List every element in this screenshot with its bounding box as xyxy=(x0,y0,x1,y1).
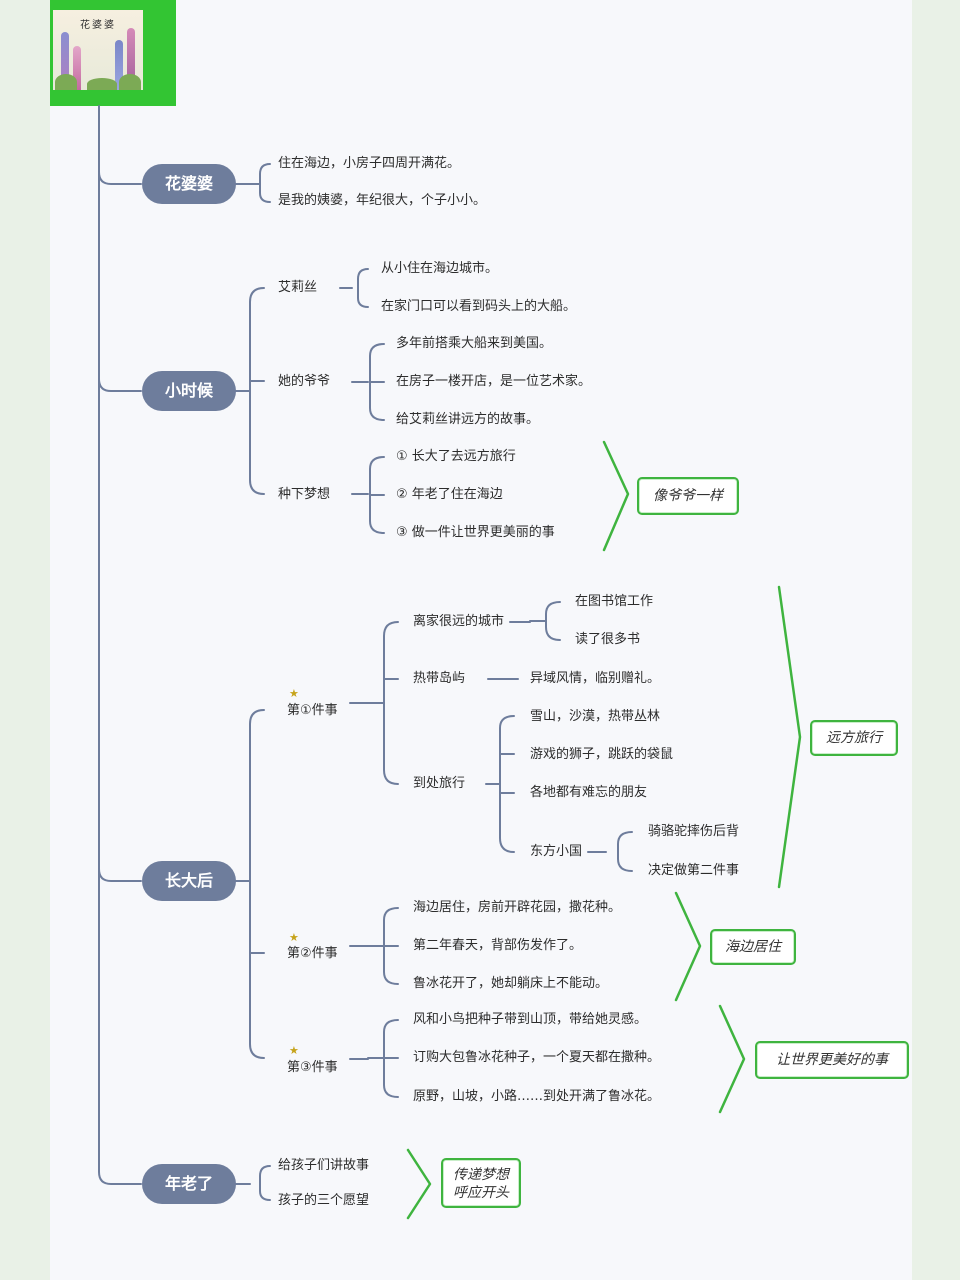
east-item: 决定做第二件事 xyxy=(648,863,740,878)
star-icon: ★ xyxy=(289,1044,299,1057)
old-item: 孩子的三个愿望 xyxy=(278,1193,370,1208)
dream-item: ① 长大了去远方旅行 xyxy=(396,449,516,464)
summary-pass-dream-line1: 传递梦想 xyxy=(453,1167,509,1183)
leaf-icon xyxy=(87,78,117,90)
summary-pass-dream-line2: 呼应开头 xyxy=(453,1185,509,1201)
node-childhood[interactable]: 小时候 xyxy=(142,371,236,411)
summary-better-world: 让世界更美好的事 xyxy=(755,1041,909,1079)
old-item: 给孩子们讲故事 xyxy=(278,1158,370,1173)
grandpa-label: 她的爷爷 xyxy=(278,374,331,389)
thing1-label: 第①件事 xyxy=(287,703,338,718)
star-icon: ★ xyxy=(289,931,299,944)
travel-item: 各地都有难忘的朋友 xyxy=(530,785,648,800)
travel-item: 雪山，沙漠，热带丛林 xyxy=(530,709,661,724)
dream-item: ② 年老了住在海边 xyxy=(396,487,503,502)
book-cover-frame: 花婆婆 xyxy=(50,0,176,106)
city-item: 读了很多书 xyxy=(575,632,641,647)
summary-pass-dream: 传递梦想 呼应开头 xyxy=(441,1158,521,1208)
alice-label: 艾莉丝 xyxy=(278,280,318,295)
east-item: 骑骆驼摔伤后背 xyxy=(648,824,740,839)
thing3-label: 第③件事 xyxy=(287,1060,338,1075)
travel-label: 到处旅行 xyxy=(413,776,466,791)
dream-label: 种下梦想 xyxy=(278,487,331,502)
east-label: 东方小国 xyxy=(530,844,583,859)
lupine-flower-icon xyxy=(61,32,69,90)
thing3-item: 订购大包鲁冰花种子，一个夏天都在撒种。 xyxy=(413,1050,661,1065)
grandpa-item: 多年前搭乘大船来到美国。 xyxy=(396,336,553,351)
grandpa-item: 在房子一楼开店，是一位艺术家。 xyxy=(396,374,592,389)
leaf-icon xyxy=(55,74,77,90)
summary-far-travel: 远方旅行 xyxy=(810,720,898,756)
thing2-item: 鲁冰花开了，她却躺床上不能动。 xyxy=(413,976,609,991)
grandpa-item: 给艾莉丝讲远方的故事。 xyxy=(396,412,540,427)
node-huapopo[interactable]: 花婆婆 xyxy=(142,164,236,204)
node-grownup[interactable]: 长大后 xyxy=(142,861,236,901)
alice-item: 在家门口可以看到码头上的大船。 xyxy=(381,299,577,314)
node-old-age[interactable]: 年老了 xyxy=(142,1164,236,1204)
island-label: 热带岛屿 xyxy=(413,671,466,686)
thing2-label: 第②件事 xyxy=(287,946,338,961)
summary-seaside-living: 海边居住 xyxy=(710,929,796,965)
alice-item: 从小住在海边城市。 xyxy=(381,261,499,276)
city-item: 在图书馆工作 xyxy=(575,594,654,609)
thing3-item: 风和小鸟把种子带到山顶，带给她灵感。 xyxy=(413,1012,648,1027)
city-label: 离家很远的城市 xyxy=(413,614,505,629)
book-cover-image: 花婆婆 xyxy=(53,10,143,90)
huapopo-item: 住在海边，小房子四周开满花。 xyxy=(278,156,461,171)
travel-item: 游戏的狮子，跳跃的袋鼠 xyxy=(530,747,674,762)
thing3-item: 原野，山坡，小路……到处开满了鲁冰花。 xyxy=(413,1089,661,1104)
dream-item: ③ 做一件让世界更美丽的事 xyxy=(396,525,555,540)
island-item: 异域风情，临别赠礼。 xyxy=(530,671,661,686)
summary-like-grandpa: 像爷爷一样 xyxy=(637,477,739,515)
lupine-flower-icon xyxy=(115,40,123,90)
thing2-item: 海边居住，房前开辟花园，撒花种。 xyxy=(413,900,622,915)
thing2-item: 第二年春天，背部伤发作了。 xyxy=(413,938,583,953)
book-cover-title: 花婆婆 xyxy=(80,20,116,31)
lupine-flower-icon xyxy=(127,28,135,90)
lupine-flower-icon xyxy=(73,46,81,90)
huapopo-item: 是我的姨婆，年纪很大，个子小小。 xyxy=(278,193,487,208)
star-icon: ★ xyxy=(289,687,299,700)
leaf-icon xyxy=(119,74,141,90)
